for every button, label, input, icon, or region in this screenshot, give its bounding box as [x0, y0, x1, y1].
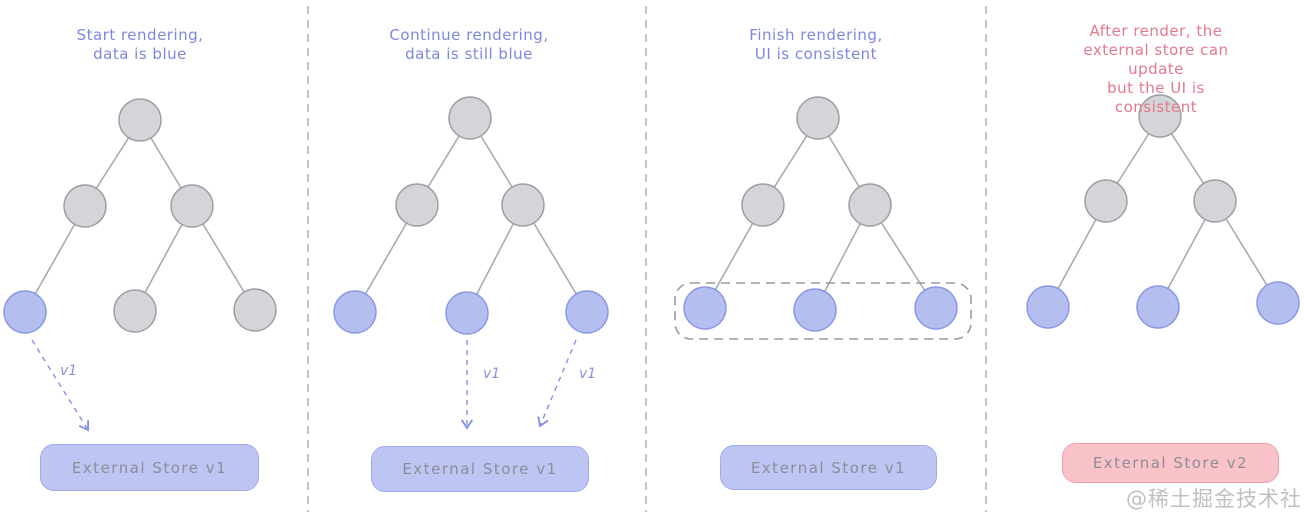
p4-leaf-node-blue [1026, 285, 1070, 329]
p3-root-node [796, 96, 840, 140]
p2-left-child-node [395, 183, 439, 227]
p4-leaf-node-blue [1256, 281, 1300, 325]
store-read-arrow [537, 339, 577, 428]
p4-root-node [1138, 94, 1182, 138]
p1-root-node [118, 98, 162, 142]
p1-leaf-node-blue [3, 290, 47, 334]
panel-dividers [307, 6, 987, 512]
external-store-label: External Store v1 [402, 460, 558, 478]
external-store-label: External Store v1 [750, 458, 907, 477]
panel-3-caption: Finish rendering, UI is consistent [749, 26, 883, 63]
external-store-box-v1: External Store v1 [720, 445, 937, 490]
arrow-version-label: v1 [60, 363, 78, 379]
panel-1-caption: Start rendering, data is blue [76, 26, 204, 63]
p4-left-child-node [1084, 179, 1128, 223]
p2-right-child-node [501, 183, 545, 227]
p3-leaf-node-blue [793, 288, 837, 332]
tree-panel-4 [1026, 94, 1300, 329]
store-read-arrow [31, 339, 90, 432]
external-store-box-v1: External Store v1 [371, 446, 589, 492]
external-store-label: External Store v1 [71, 458, 228, 477]
arrow-version-label: v1 [483, 366, 501, 382]
p1-left-child-node [63, 184, 107, 228]
arrow-version-label: v1 [579, 366, 597, 382]
p2-leaf-node-blue [565, 290, 609, 334]
tree-panel-3 [674, 96, 972, 340]
external-store-label: External Store v2 [1092, 454, 1249, 472]
p3-left-child-node [741, 183, 785, 227]
external-store-box-v1: External Store v1 [40, 444, 259, 491]
p3-right-child-node [848, 183, 892, 227]
p4-leaf-node-blue [1136, 285, 1180, 329]
consistent-ui-outline [674, 282, 972, 340]
tree-panel-2 [333, 96, 609, 430]
p3-leaf-node-blue [914, 286, 958, 330]
p4-right-child-node [1193, 179, 1237, 223]
p2-root-node [448, 96, 492, 140]
watermark-text: @稀土掘金技术社区 [1126, 487, 1302, 511]
p1-leaf-node-gray [113, 289, 157, 333]
p1-right-child-node [170, 184, 214, 228]
p3-leaf-node-blue [683, 286, 727, 330]
tree-panel-1 [3, 98, 277, 432]
external-store-box-v2: External Store v2 [1062, 443, 1279, 483]
p1-leaf-node-gray [233, 288, 277, 332]
p2-leaf-node-blue [445, 291, 489, 335]
p2-leaf-node-blue [333, 290, 377, 334]
panel-2-caption: Continue rendering, data is still blue [389, 26, 549, 63]
panel-4-caption: After render, the external store can upd… [1083, 22, 1229, 116]
